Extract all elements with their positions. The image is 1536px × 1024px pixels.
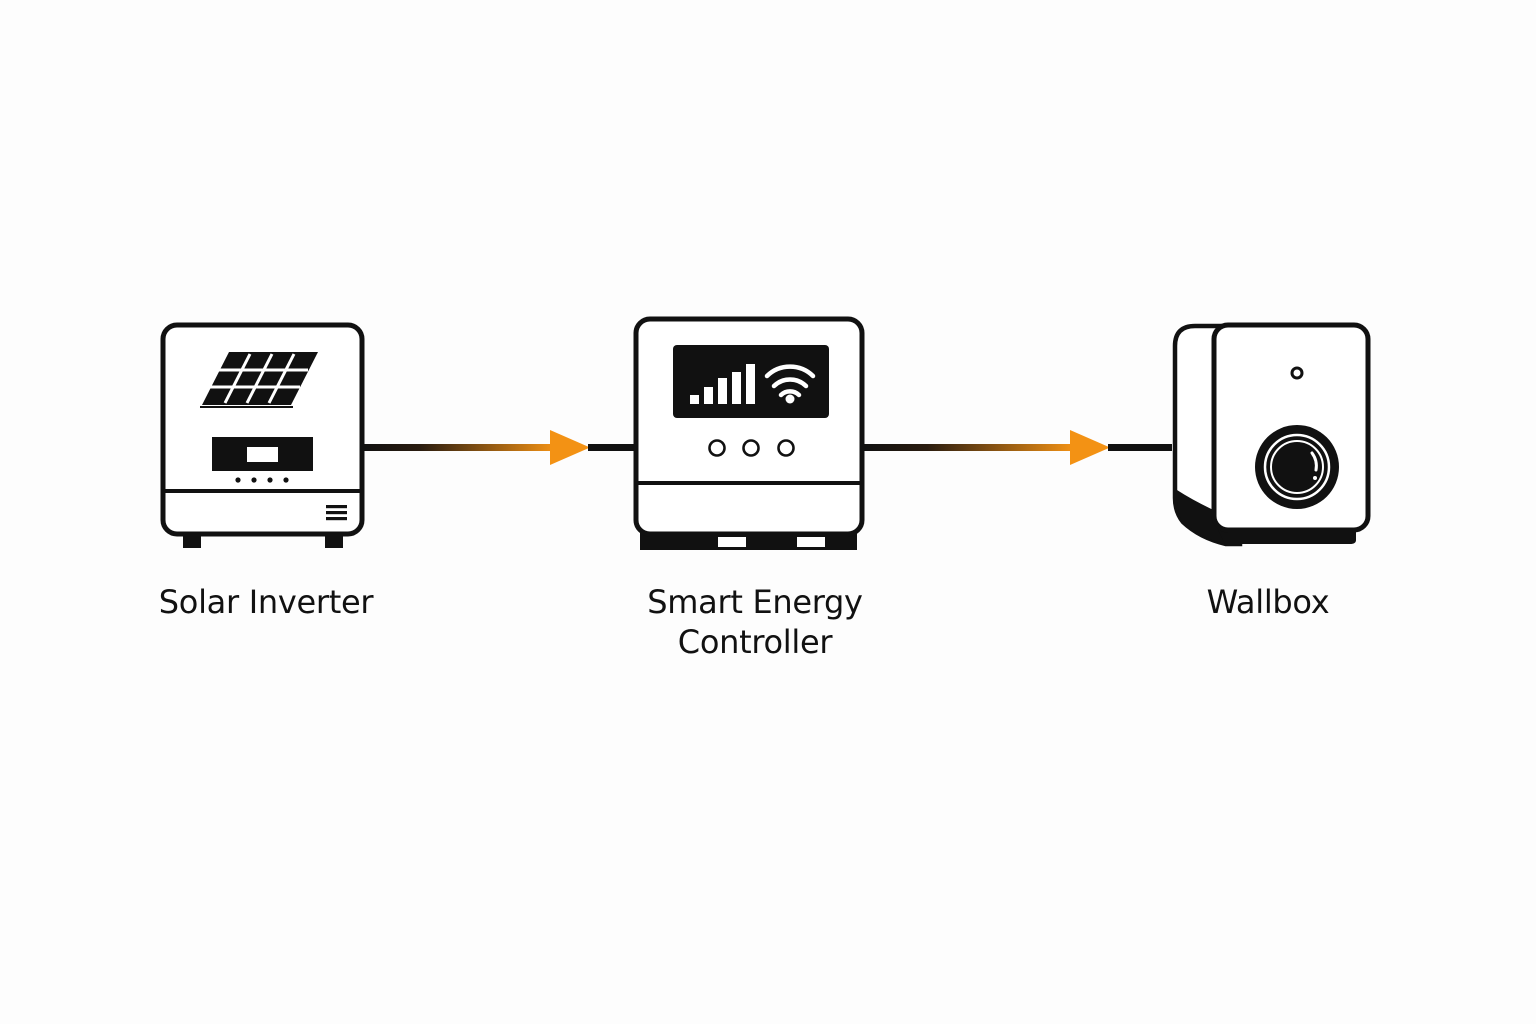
node-label-wallbox: Wallbox	[1206, 583, 1330, 621]
arrowhead-icon	[1070, 430, 1110, 465]
signal-bars-icon	[690, 364, 755, 404]
wallbox-device	[1172, 322, 1371, 547]
flow-arrow-inverter-to-controller	[363, 430, 636, 465]
status-led-icon	[708, 439, 795, 457]
vent-icon	[326, 505, 347, 521]
solar-panel-icon	[200, 352, 318, 408]
indicator-light-icon	[1290, 366, 1304, 380]
node-label-line: Controller	[677, 623, 833, 661]
node-label-solar-inverter: Solar Inverter	[158, 583, 374, 621]
status-dots-icon	[235, 477, 289, 483]
node-label-smart-energy-controller: Smart Energy Controller	[600, 582, 910, 662]
arrowhead-icon	[550, 430, 590, 465]
smart-energy-controller-device	[633, 316, 865, 550]
node-label-line: Smart Energy	[647, 583, 863, 621]
display-icon	[212, 437, 313, 471]
solar-inverter-device	[160, 322, 365, 548]
wifi-icon	[764, 364, 816, 404]
charging-socket-icon	[1255, 425, 1339, 509]
flow-arrow-controller-to-wallbox	[864, 430, 1172, 465]
